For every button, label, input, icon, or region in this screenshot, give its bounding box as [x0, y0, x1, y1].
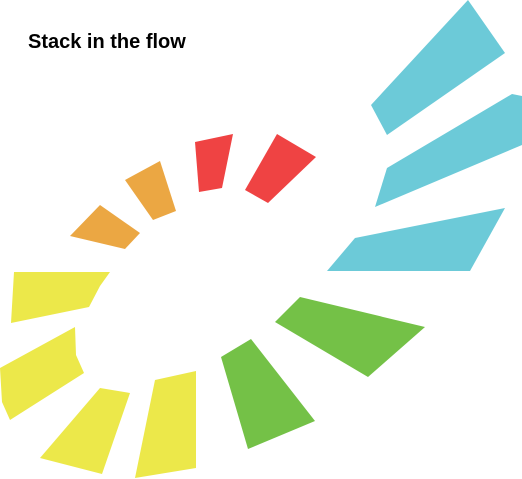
yellow-segment-4: [135, 371, 196, 478]
page-headline: Stack in the flow: [28, 31, 186, 53]
green-segment-1: [221, 339, 315, 449]
yellow-segment-1: [11, 272, 110, 323]
green-segment-2: [275, 297, 425, 377]
cyan-ray-3: [327, 208, 505, 271]
cyan-ray-2: [375, 94, 522, 207]
yellow-segment-2: [0, 327, 84, 420]
yellow-segment-3: [40, 388, 130, 474]
cyan-ray-1: [371, 0, 505, 135]
red-segment-1: [195, 134, 233, 192]
orange-segment-1: [125, 161, 176, 220]
red-segment-2: [245, 134, 316, 203]
orange-segment-2: [70, 205, 140, 249]
